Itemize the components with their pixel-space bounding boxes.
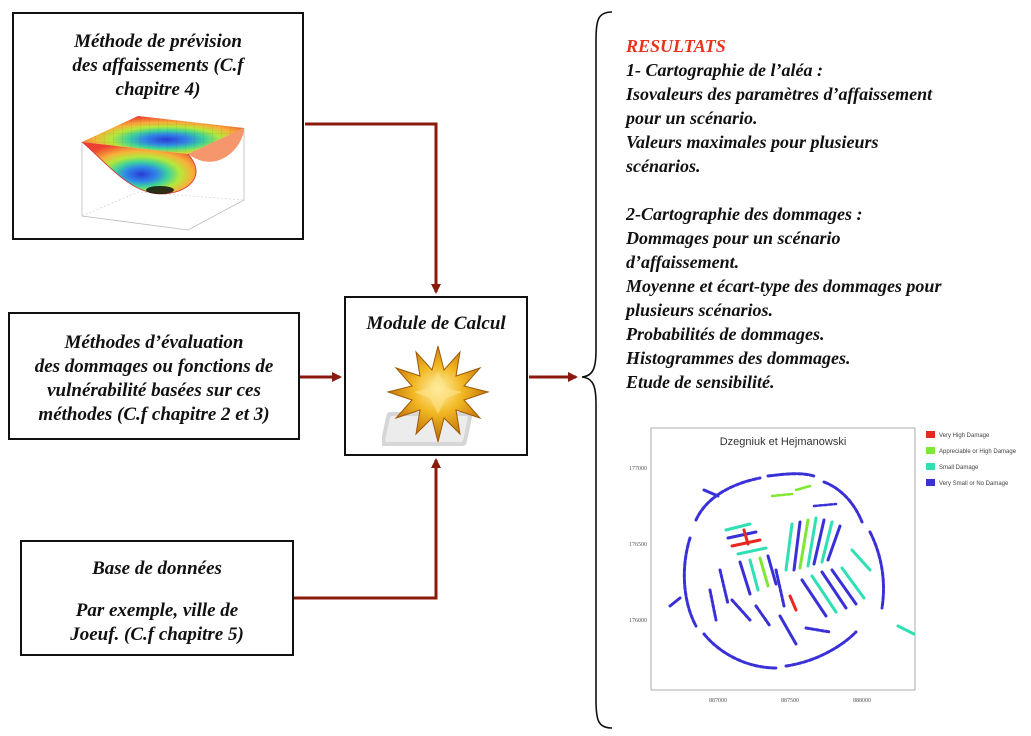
map-legend: Very High Damage Appreciable or High Dam… [926, 431, 1017, 487]
damage-evaluation-line: Méthodes d’évaluation [64, 332, 244, 353]
prediction-method-line: des affaissements (C.f [72, 55, 244, 76]
legend-swatch-small [926, 463, 935, 470]
legend-swatch-very-high [926, 431, 935, 438]
mathematica-star-icon [382, 345, 490, 446]
results-section1-line: scénarios. [626, 156, 701, 176]
results-section2-line: plusieurs scénarios. [626, 300, 774, 320]
damage-evaluation-line: méthodes (C.f chapitre 2 et 3) [38, 404, 270, 425]
map-x-tick: 887000 [709, 698, 727, 704]
calculation-module-box: Module de Calcul [344, 296, 528, 456]
results-section2-line: Etude de sensibilité. [626, 372, 775, 392]
legend-swatch-appreciable [926, 447, 935, 454]
prediction-method-line: Méthode de prévision [74, 31, 242, 52]
map-plot-frame [650, 427, 916, 691]
prediction-method-line: chapitre 4) [115, 79, 201, 100]
legend-swatch-very-small [926, 479, 935, 486]
results-panel: RESULTATS 1- Cartographie de l’aléa : Is… [626, 34, 1026, 394]
damage-evaluation-line: vulnérabilité basées sur ces [47, 380, 261, 401]
results-section1-heading: 1- Cartographie de l’aléa : [626, 60, 823, 80]
calculation-module-title: Module de Calcul [366, 313, 506, 334]
subsidence-surface-plot [81, 116, 245, 231]
map-x-tick: 888000 [853, 698, 871, 704]
legend-label: Very High Damage [939, 433, 990, 439]
map-y-tick: 176500 [629, 542, 647, 548]
map-x-tick: 887500 [781, 698, 799, 704]
prediction-method-box: Méthode de prévision des affaissements (… [12, 12, 304, 240]
map-y-tick: 176000 [629, 618, 647, 624]
database-box: Base de données Par exemple, ville de Jo… [20, 540, 294, 656]
results-section2-line: Dommages pour un scénario [626, 228, 841, 248]
damage-evaluation-box: Méthodes d’évaluation des dommages ou fo… [8, 312, 300, 440]
results-section2-line: Probabilités de dommages. [626, 324, 825, 344]
arrow-method-to-module [305, 122, 441, 294]
damage-map: Dzegniuk et Hejmanowski 177000 176500 17… [629, 427, 1017, 704]
results-section2-line: Histogrammes des dommages. [626, 348, 851, 368]
results-title: RESULTATS [626, 36, 726, 56]
database-line: Par exemple, ville de [75, 600, 239, 621]
results-section2-line: Moyenne et écart-type des dommages pour [626, 276, 942, 296]
results-section2-line: d’affaissement. [626, 252, 740, 272]
damage-evaluation-line: des dommages ou fonctions de [34, 356, 274, 377]
arrow-database-to-module [294, 458, 441, 600]
map-y-tick: 177000 [629, 466, 647, 472]
database-line: Joeuf. (C.f chapitre 5) [70, 624, 244, 645]
results-section2-heading: 2-Cartographie des dommages : [626, 204, 863, 224]
map-buildings [668, 472, 916, 670]
legend-label: Very Small or No Damage [939, 481, 1009, 487]
map-title: Dzegniuk et Hejmanowski [720, 436, 847, 448]
legend-label: Small Damage [939, 465, 979, 471]
results-section1-line: pour un scénario. [626, 108, 758, 128]
results-section1-line: Isovaleurs des paramètres d’affaissement [626, 84, 933, 104]
database-title: Base de données [92, 558, 222, 579]
legend-label: Appreciable or High Damage [939, 449, 1017, 455]
results-section1-line: Valeurs maximales pour plusieurs [626, 132, 879, 152]
